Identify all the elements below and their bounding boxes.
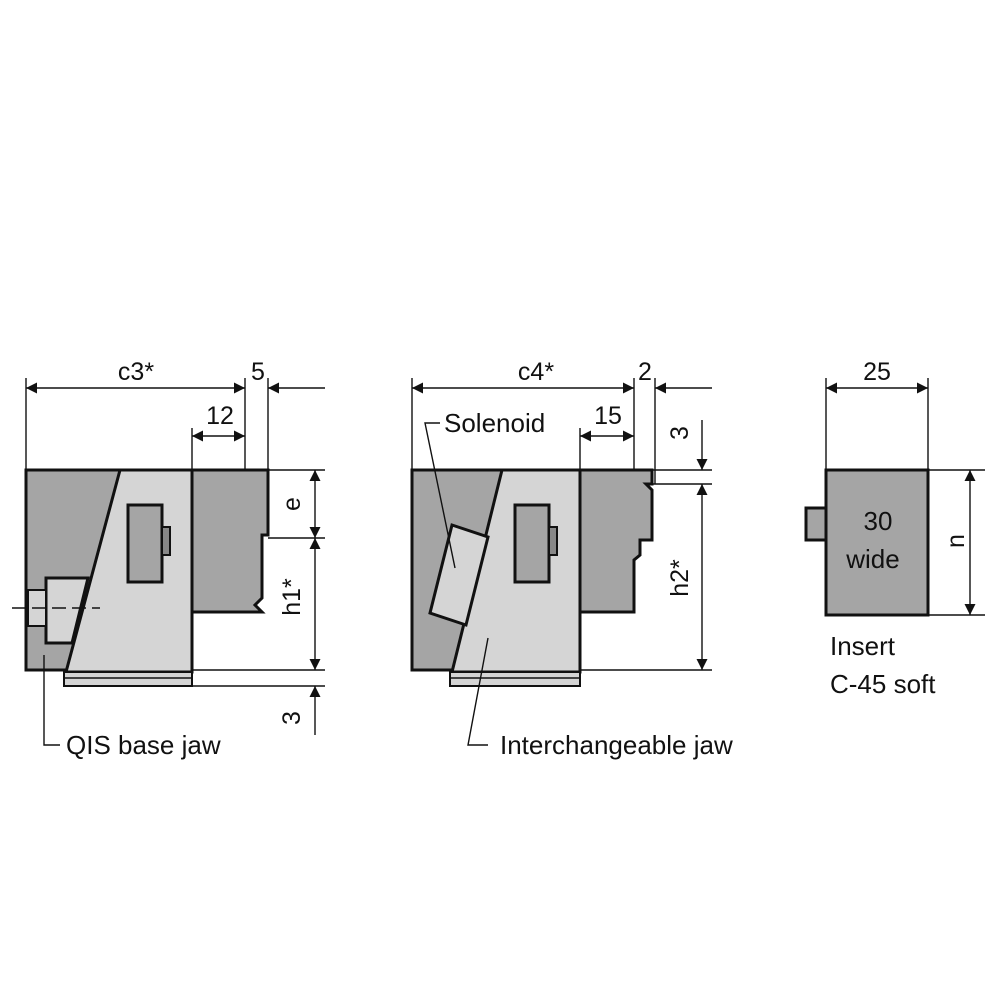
dim-3-left: 3 [278,711,306,725]
dim-h1: h1* [278,578,306,616]
insert-body [824,468,930,617]
insert-width-unit: wide [845,544,899,574]
left-bottom-strip [63,671,193,687]
dim-3-middle: 3 [666,426,694,440]
left-mount-block [126,503,164,584]
middle-mount-stud [548,526,558,556]
left-mount-stud [161,526,171,556]
middle-view: c4* 2 15 3 h2* Solenoid Interchangeable … [410,358,733,760]
middle-mount-block [513,503,551,584]
dim-2: 2 [638,358,652,386]
middle-bottom-strip [449,671,581,687]
solenoid [428,523,490,627]
dim-15: 15 [594,402,622,430]
dim-h2: h2* [666,559,694,597]
left-view: c3* 5 12 e h1* 3 QIS base jaw [12,358,325,760]
label-insert: Insert [830,631,896,661]
dim-5: 5 [251,358,265,386]
insert-width-value: 30 [864,506,893,536]
label-solenoid: Solenoid [444,408,545,438]
label-interchangeable-jaw: Interchangeable jaw [500,730,733,760]
dim-c3: c3* [118,358,154,386]
dim-n: n [942,534,970,548]
right-view: 30 wide 25 n Insert C-45 soft [804,358,985,699]
dim-12: 12 [206,402,234,430]
dim-c4: c4* [518,358,554,386]
label-qis-base-jaw: QIS base jaw [66,730,221,760]
label-insert-material: C-45 soft [830,669,936,699]
dim-25: 25 [863,358,891,386]
dim-e: e [278,497,306,511]
